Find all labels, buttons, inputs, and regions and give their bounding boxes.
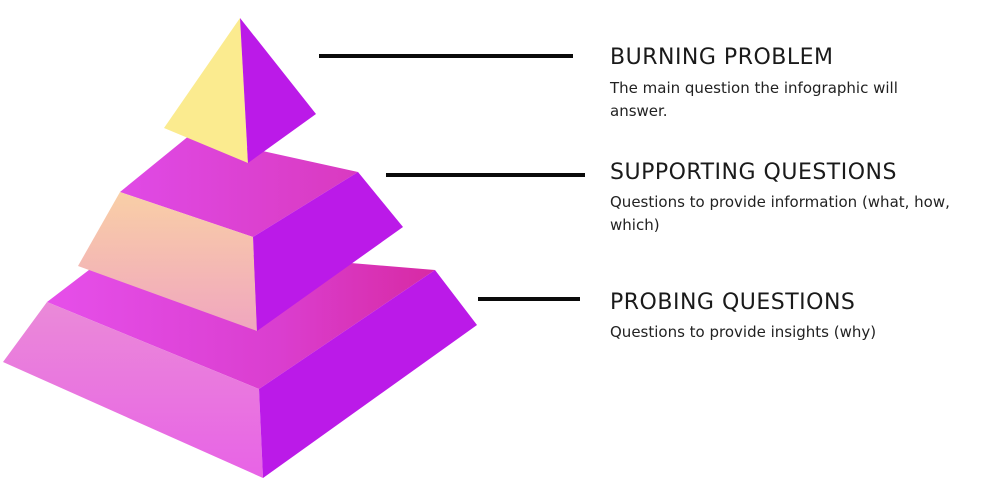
burning-problem-title: BURNING PROBLEM	[610, 45, 834, 70]
bottom-tier-right-face	[259, 270, 477, 478]
middle-tier-left-face	[78, 192, 257, 331]
burning-problem-description: The main question the infographic will a…	[610, 79, 898, 120]
bottom-tier-left-face	[3, 302, 263, 478]
probing-questions-title: PROBING QUESTIONS	[610, 290, 856, 315]
apex-left-face	[164, 18, 248, 163]
supporting-questions-description: Questions to provide information (what, …	[610, 193, 950, 234]
apex-right-face	[240, 18, 316, 163]
middle-tier-top-face	[120, 135, 358, 237]
probing-questions-description: Questions to provide insights (why)	[610, 323, 877, 341]
middle-tier-right-face	[253, 172, 403, 331]
pyramid-middle-tier	[78, 135, 403, 331]
pyramid-apex	[164, 18, 316, 163]
supporting-questions-title: SUPPORTING QUESTIONS	[610, 160, 897, 185]
